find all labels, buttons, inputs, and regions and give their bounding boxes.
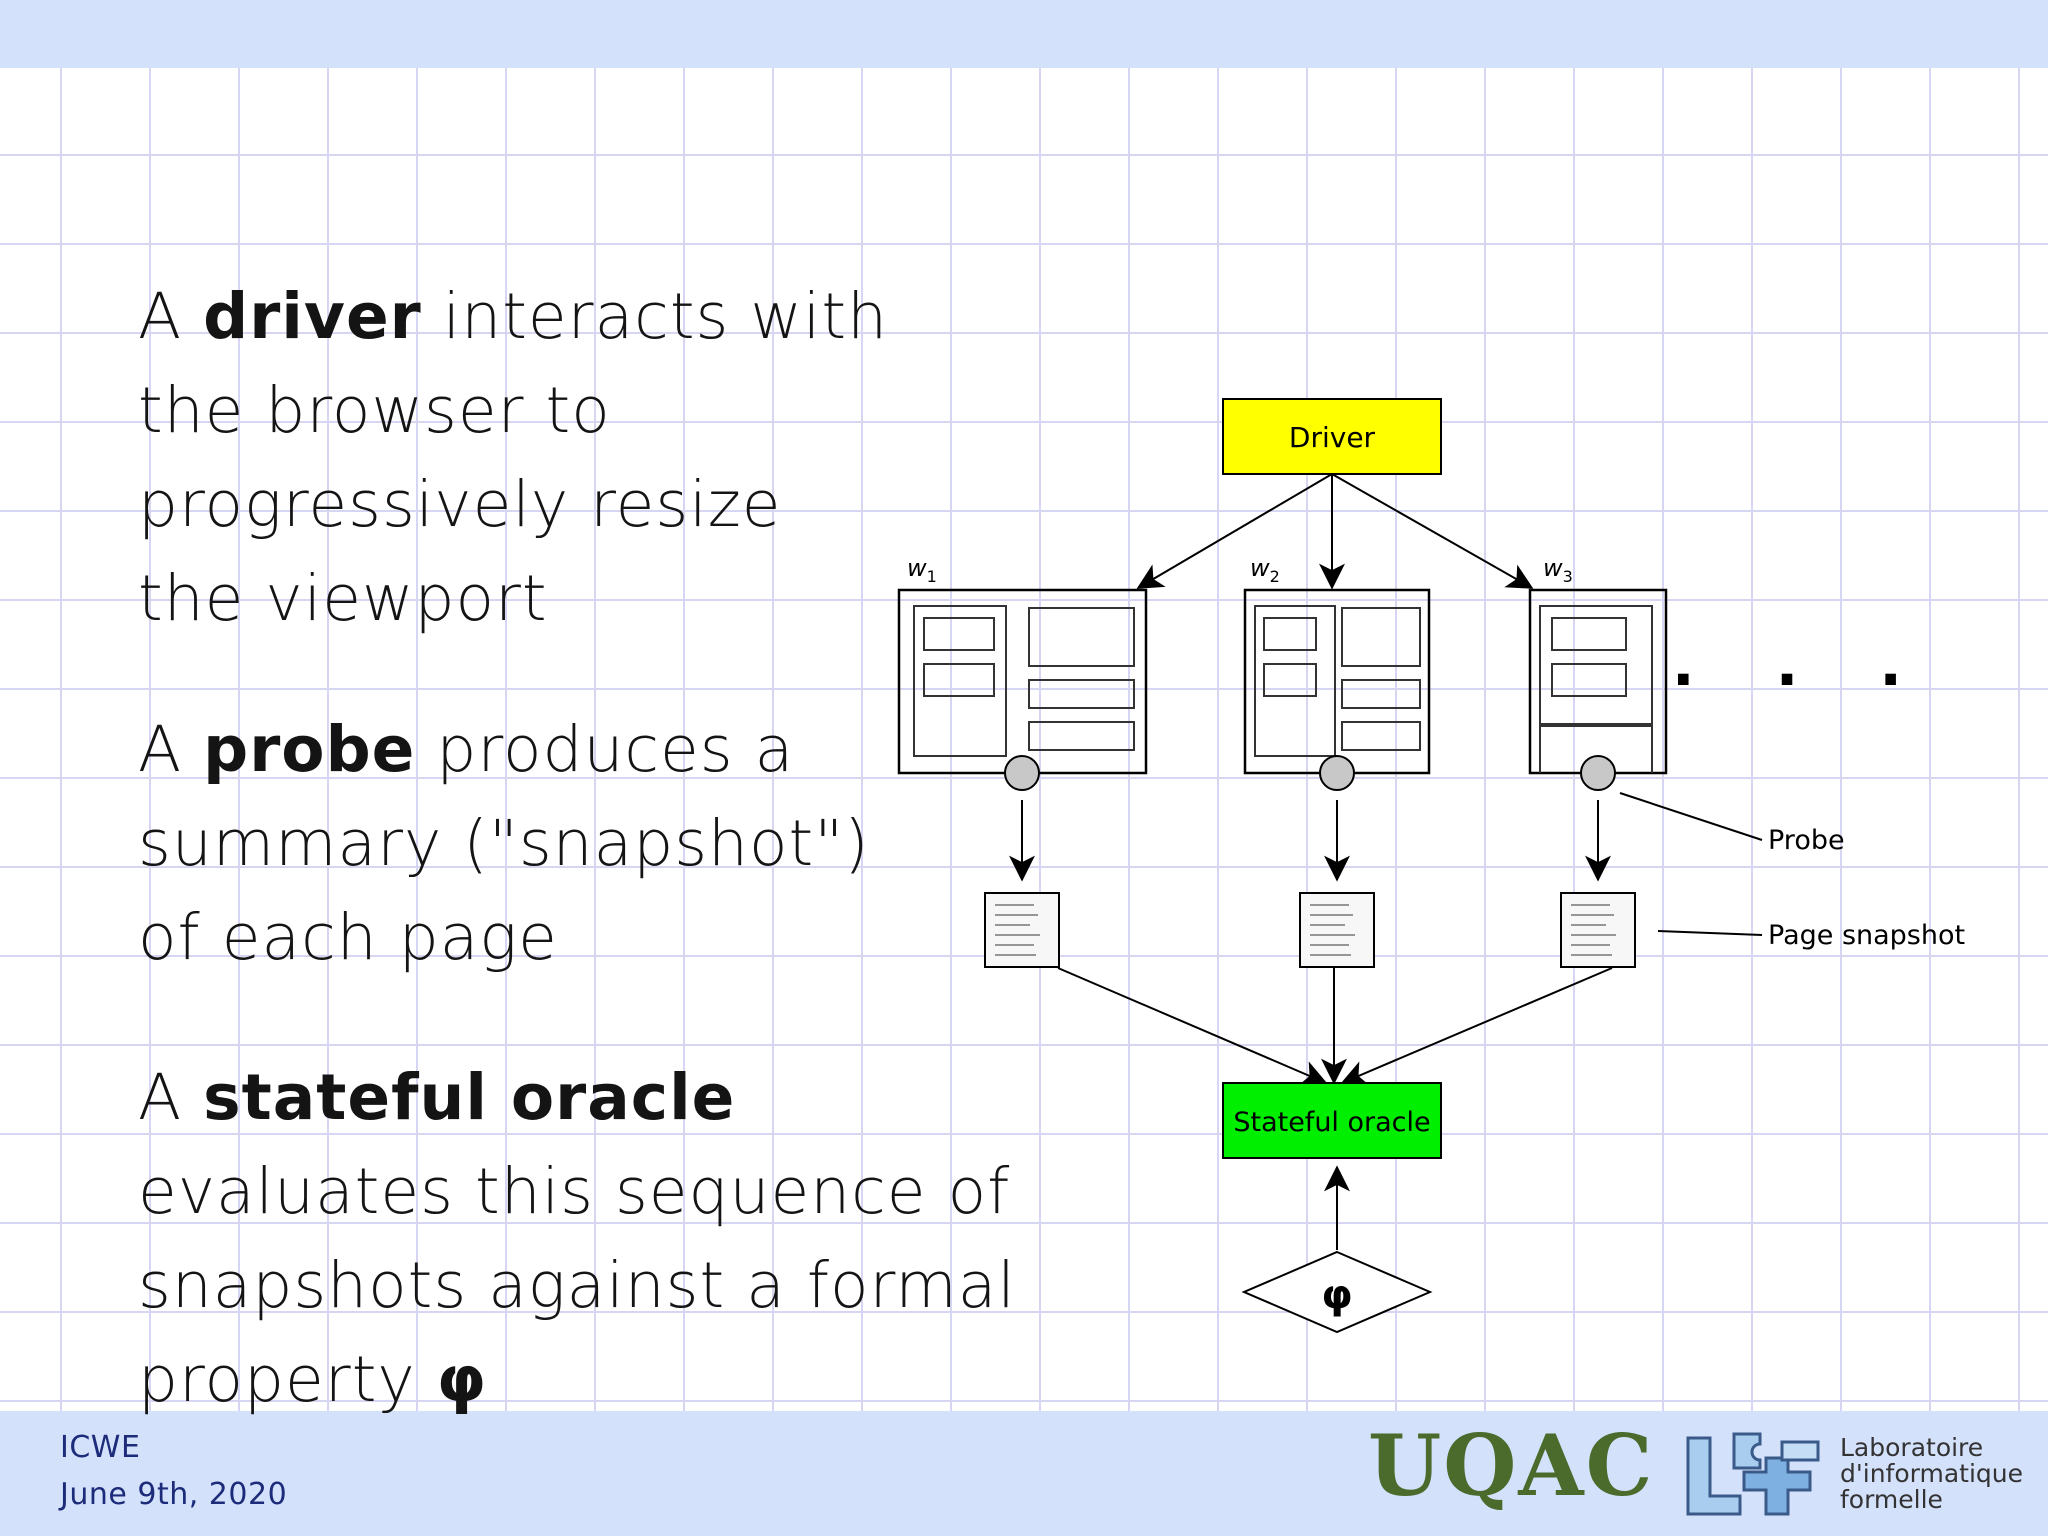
page-snapshot-1 bbox=[984, 892, 1060, 968]
ellipsis: . . . bbox=[1672, 630, 1932, 700]
browser-window-1 bbox=[897, 588, 1148, 775]
oracle-paragraph: A stateful oracle evaluates this sequenc… bbox=[138, 1061, 1016, 1416]
page-snapshot-3 bbox=[1560, 892, 1636, 968]
driver-term: driver bbox=[203, 280, 422, 353]
probe-callout-label: Probe bbox=[1768, 825, 1845, 856]
lab-line-3: formelle bbox=[1840, 1485, 1943, 1514]
driver-label: Driver bbox=[1289, 421, 1376, 454]
property-diamond: φ bbox=[1241, 1250, 1433, 1334]
window-label-3: w3 bbox=[1543, 554, 1573, 586]
probe-3 bbox=[1580, 755, 1616, 791]
browser-window-3 bbox=[1528, 588, 1668, 775]
oracle-term: stateful oracle bbox=[203, 1061, 736, 1134]
top-band bbox=[0, 0, 2048, 68]
page-snapshot-2 bbox=[1299, 892, 1375, 968]
driver-arrow-w3 bbox=[1331, 473, 1534, 589]
stateful-oracle-box: Stateful oracle bbox=[1222, 1082, 1442, 1159]
window-label-1: w1 bbox=[907, 554, 937, 586]
probe-2 bbox=[1319, 755, 1355, 791]
lif-puzzle-logo-icon bbox=[1686, 1432, 1820, 1516]
snapshot-callout-line bbox=[1657, 930, 1763, 936]
architecture-diagram: Driver w1 w2 w3 . . . bbox=[897, 398, 1965, 1334]
browser-window-2 bbox=[1243, 588, 1431, 775]
driver-box: Driver bbox=[1222, 398, 1442, 475]
lif-lab-name: Laboratoire d'informatique formelle bbox=[1840, 1435, 2040, 1513]
lab-line-1: Laboratoire bbox=[1840, 1433, 1984, 1462]
probe-1 bbox=[1004, 755, 1040, 791]
probe-paragraph: A probe produces a summary ("snapshot") … bbox=[138, 713, 870, 974]
snapshot-arrow-3 bbox=[1340, 967, 1613, 1086]
oracle-label: Stateful oracle bbox=[1233, 1107, 1430, 1138]
probe-callout-line bbox=[1619, 792, 1763, 841]
uqac-logo: UQAC bbox=[1368, 1416, 1655, 1515]
window-label-2: w2 bbox=[1250, 554, 1280, 586]
snapshot-callout-label: Page snapshot bbox=[1768, 920, 1965, 951]
probe-term: probe bbox=[203, 713, 416, 786]
driver-arrow-w1 bbox=[1136, 473, 1333, 589]
property-symbol: φ bbox=[1321, 1272, 1352, 1318]
lab-line-2: d'informatique bbox=[1840, 1459, 2023, 1488]
phi-symbol: φ bbox=[436, 1343, 487, 1416]
conference-date: June 9th, 2020 bbox=[60, 1477, 288, 1512]
driver-paragraph: A driver interacts with the browser to p… bbox=[138, 280, 889, 635]
conference-name: ICWE bbox=[60, 1430, 141, 1465]
snapshot-arrow-1 bbox=[1057, 967, 1328, 1086]
